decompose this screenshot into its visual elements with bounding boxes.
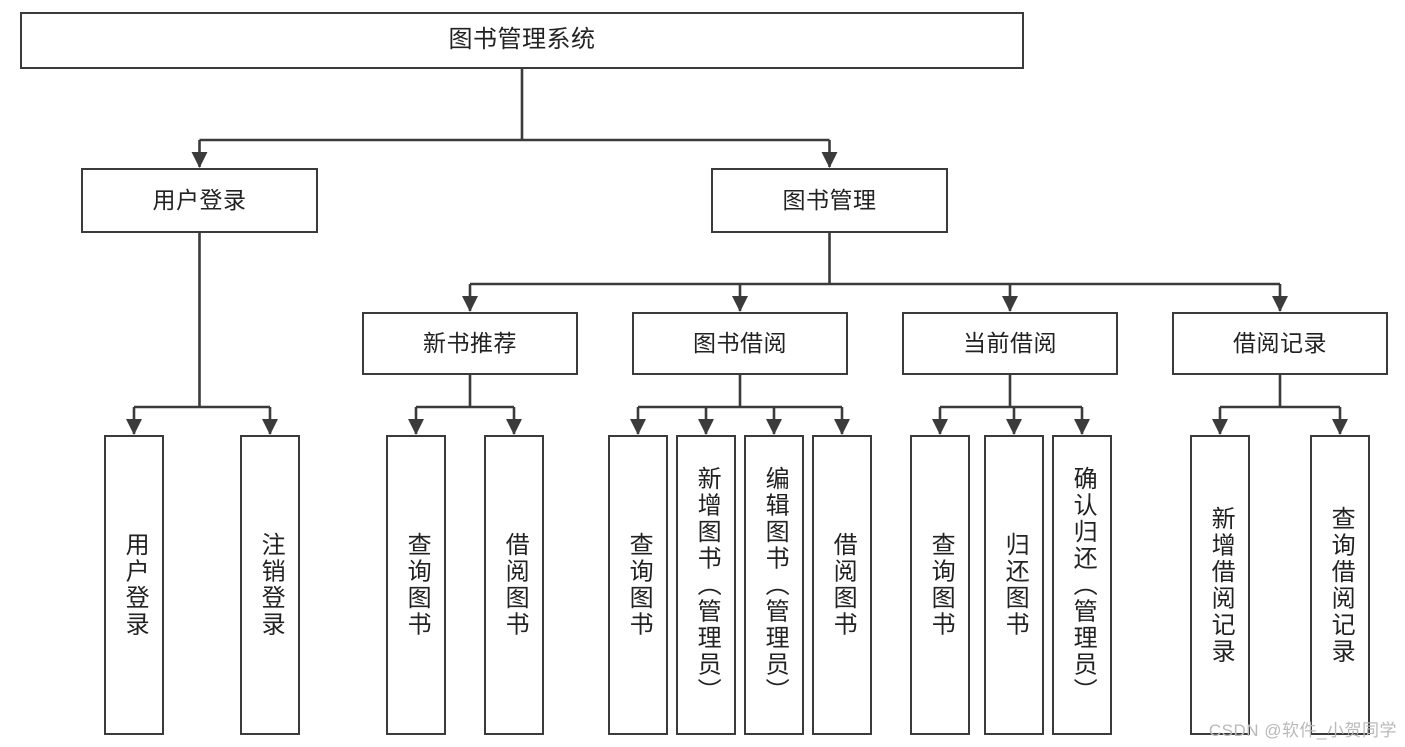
node-root[interactable]: 图书管理系统 [20,12,1024,69]
node-label: 当前借阅 [963,329,1057,356]
node-label: 借阅图书 [501,532,529,638]
node-leaf-query-book-1[interactable]: 查询图书 [386,435,446,735]
node-label: 图书管理系统 [448,26,596,54]
node-leaf-edit-book[interactable]: 编辑图书（管理员） [744,435,804,735]
node-label: 用户登录 [152,186,247,213]
node-leaf-borrow-book-2[interactable]: 借阅图书 [812,435,872,735]
node-leaf-return-book[interactable]: 归还图书 [984,435,1044,735]
node-records[interactable]: 借阅记录 [1172,312,1388,375]
node-label: 借阅图书 [829,532,857,638]
node-label: 借阅记录 [1233,329,1327,356]
node-label: 查询图书 [403,532,431,638]
node-label: 查询借阅记录 [1327,505,1355,665]
node-label: 归还图书 [1001,532,1029,638]
node-label: 新书推荐 [423,329,517,356]
node-label: 编辑图书（管理员） [761,465,789,705]
node-user-login[interactable]: 用户登录 [81,168,318,233]
node-label: 注销登录 [257,532,285,638]
node-book-mgmt[interactable]: 图书管理 [711,168,948,233]
node-label: 新增图书（管理员） [693,465,721,705]
node-label: 用户登录 [121,532,149,638]
node-leaf-query-book-2[interactable]: 查询图书 [608,435,668,735]
node-leaf-confirm-ret[interactable]: 确认归还（管理员） [1052,435,1112,735]
node-label: 查询图书 [927,532,955,638]
node-label: 图书管理 [782,186,877,213]
node-label: 查询图书 [625,532,653,638]
node-new-rec[interactable]: 新书推荐 [362,312,578,375]
node-current[interactable]: 当前借阅 [902,312,1118,375]
node-leaf-query-record[interactable]: 查询借阅记录 [1310,435,1370,735]
node-leaf-user-login[interactable]: 用户登录 [104,435,164,735]
node-label: 图书借阅 [693,329,787,356]
node-label: 新增借阅记录 [1207,505,1235,665]
node-label: 确认归还（管理员） [1069,465,1097,705]
node-borrow[interactable]: 图书借阅 [632,312,848,375]
node-leaf-borrow-book-1[interactable]: 借阅图书 [484,435,544,735]
node-leaf-add-record[interactable]: 新增借阅记录 [1190,435,1250,735]
node-leaf-add-book[interactable]: 新增图书（管理员） [676,435,736,735]
node-leaf-user-logout[interactable]: 注销登录 [240,435,300,735]
node-leaf-query-book-3[interactable]: 查询图书 [910,435,970,735]
